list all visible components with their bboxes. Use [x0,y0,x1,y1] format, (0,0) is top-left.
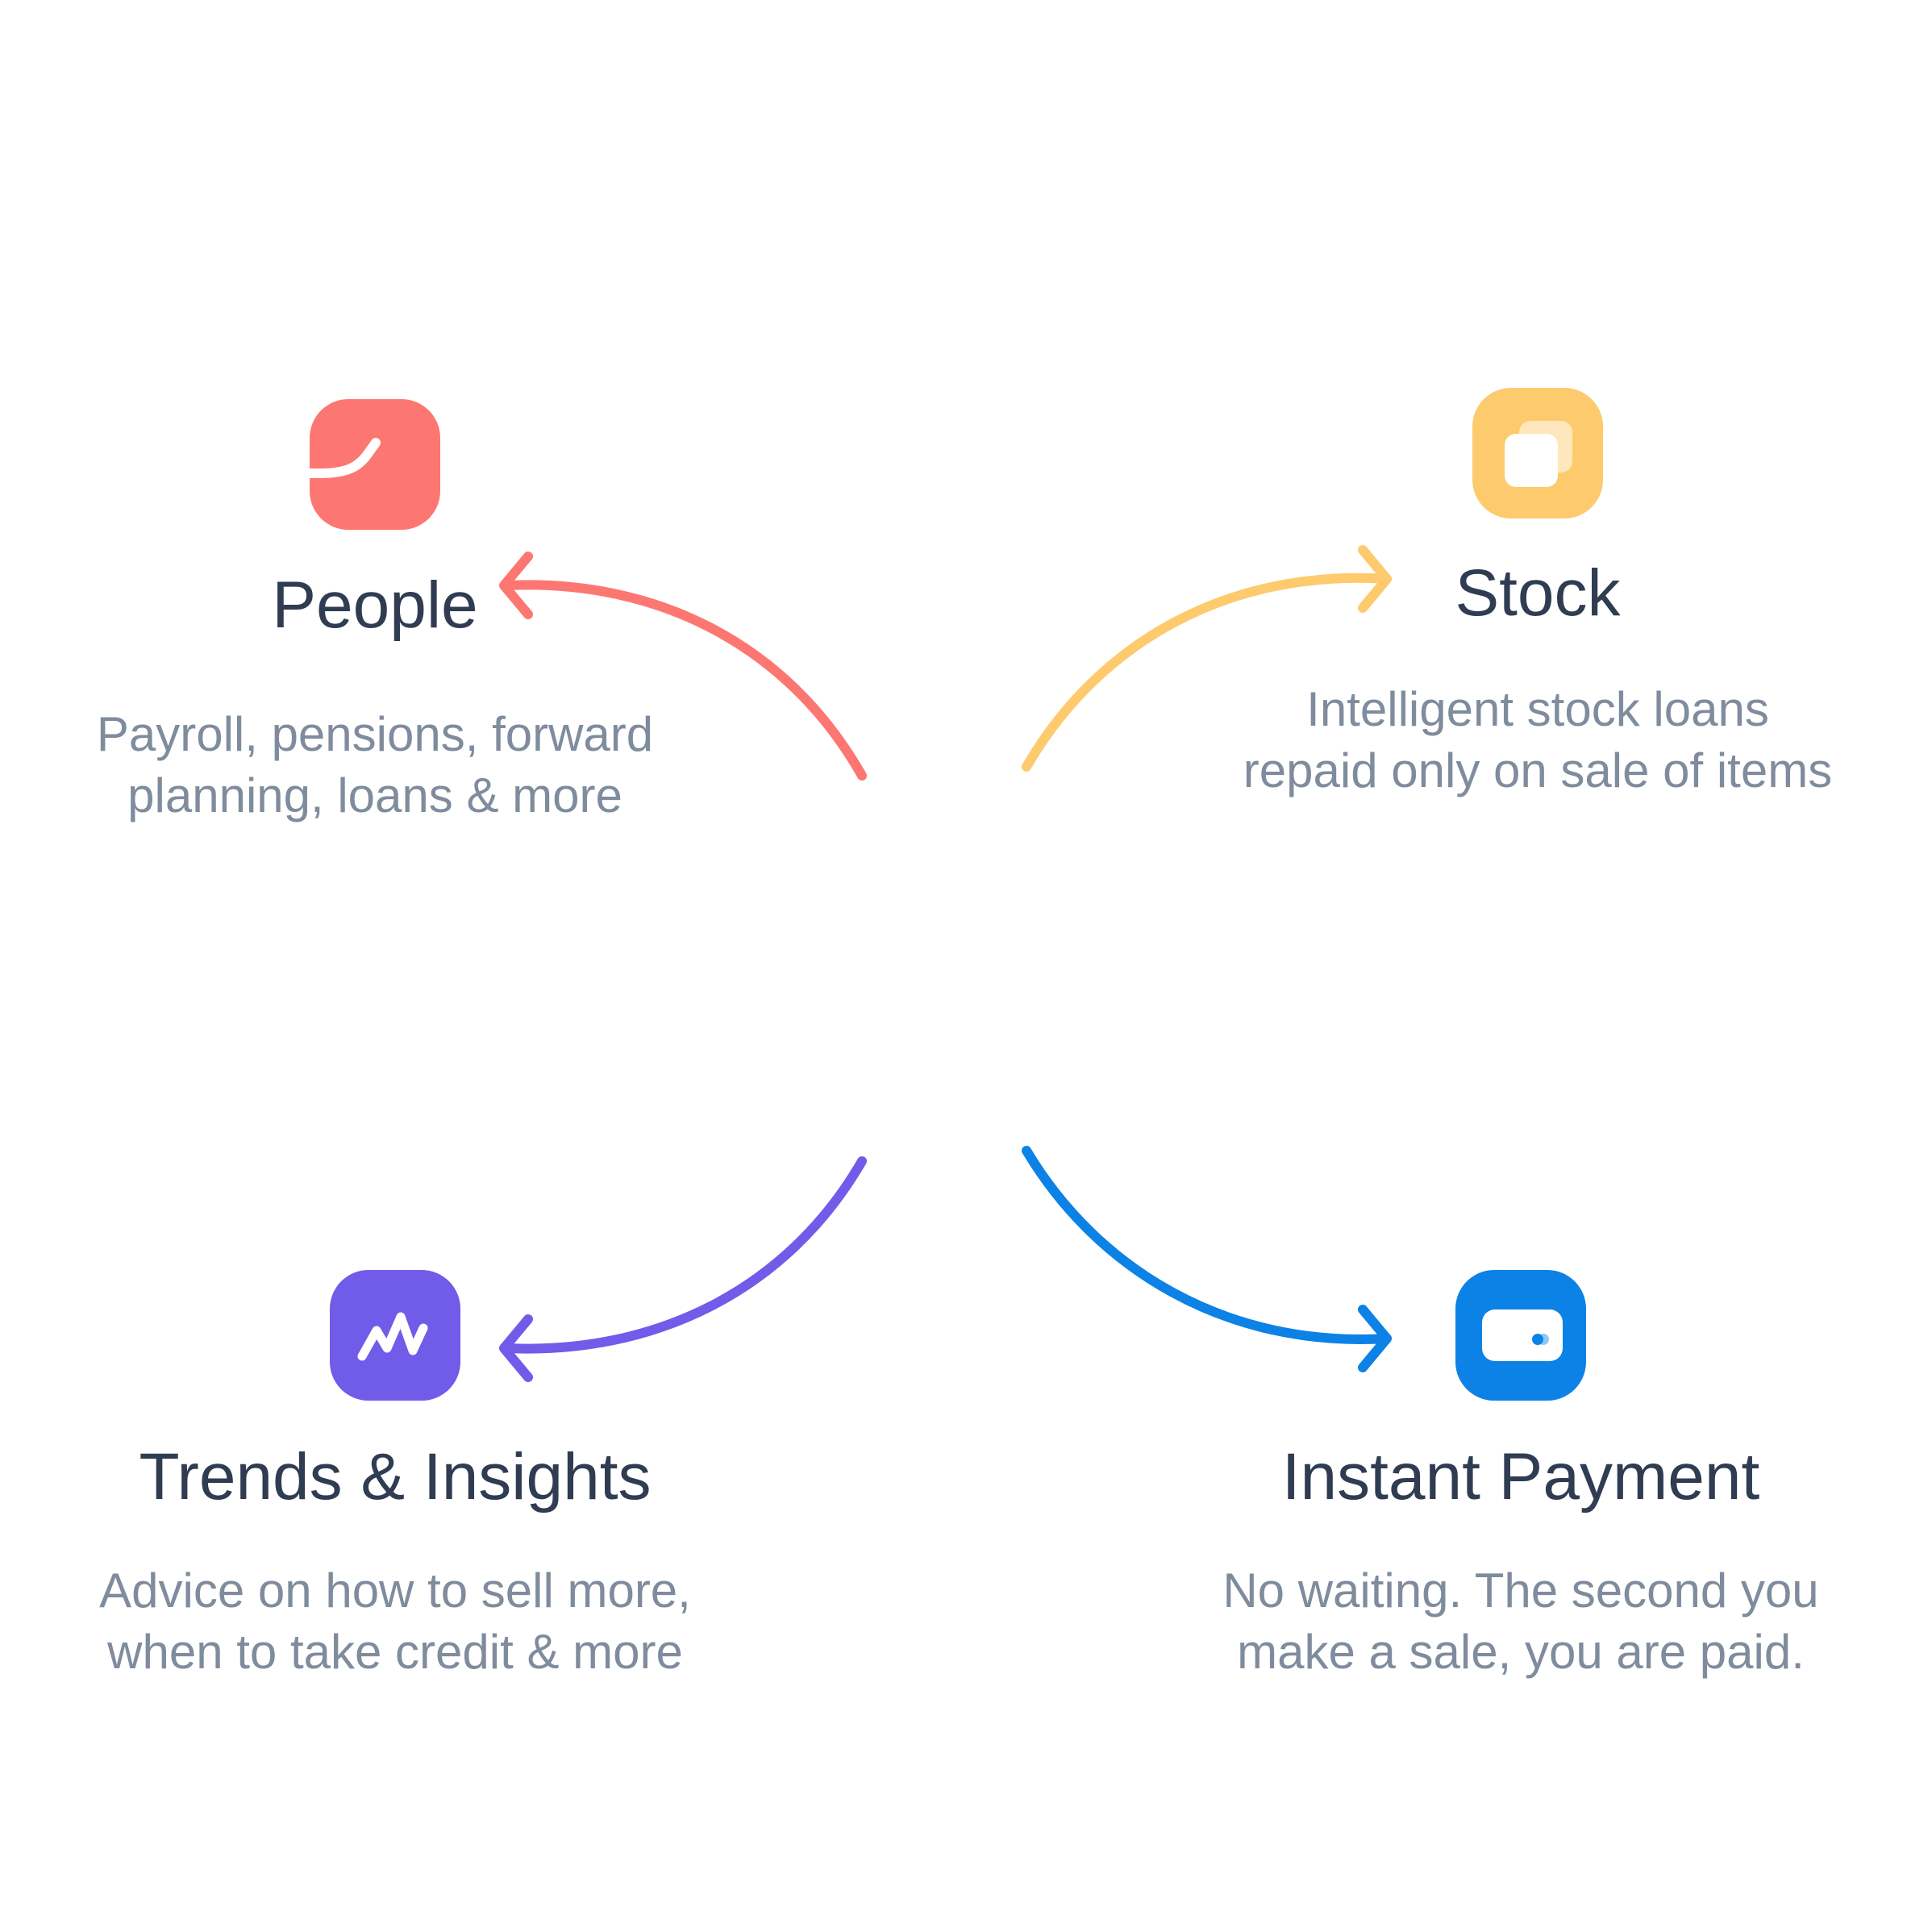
stock-title: Stock [1455,556,1621,630]
payment-icon-tile [1455,1270,1586,1401]
stock-description: Intelligent stock loans repaid only on s… [1175,679,1901,802]
zigzag-chart-icon [357,1312,428,1361]
payment-description-line: make a sale, you are paid. [1237,1625,1805,1679]
stacked-cards-icon [1505,421,1572,487]
trends-description: Advice on how to sell more, when to take… [32,1560,758,1683]
trends-description-line: when to take credit & more [107,1625,683,1679]
trends-title: Trends & Insights [139,1440,652,1514]
payment-arrow [1022,1146,1392,1372]
payment-title: Instant Payment [1281,1440,1760,1514]
wallet-icon [1482,1310,1563,1361]
stock-arrow [1022,545,1392,772]
payment-description-line: No waiting. The second you [1222,1564,1819,1618]
people-description-line: planning, loans & more [127,768,622,822]
people-description-line: Payroll, pensions, forward [96,707,654,761]
people-description: Payroll, pensions, forward planning, loa… [12,704,738,827]
trends-arrow [499,1156,867,1382]
people-title: People [272,568,478,642]
trends-icon-tile [330,1270,460,1401]
trends-description-line: Advice on how to sell more, [99,1564,691,1618]
people-icon-tile [310,399,440,530]
people-arrow [499,552,867,781]
stock-description-line: repaid only on sale of items [1243,743,1833,797]
stock-icon-tile [1472,388,1603,518]
trend-line-icon [310,438,381,478]
stock-description-line: Intelligent stock loans [1306,682,1769,736]
payment-description: No waiting. The second you make a sale, … [1158,1560,1884,1683]
